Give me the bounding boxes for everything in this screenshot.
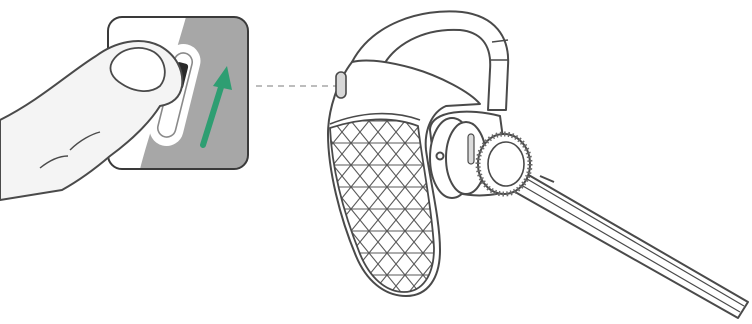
rotating-dial [478, 134, 530, 194]
power-switch [336, 72, 346, 98]
mesh-grille [330, 119, 434, 292]
boom-microphone [508, 170, 748, 318]
headset [328, 11, 748, 318]
